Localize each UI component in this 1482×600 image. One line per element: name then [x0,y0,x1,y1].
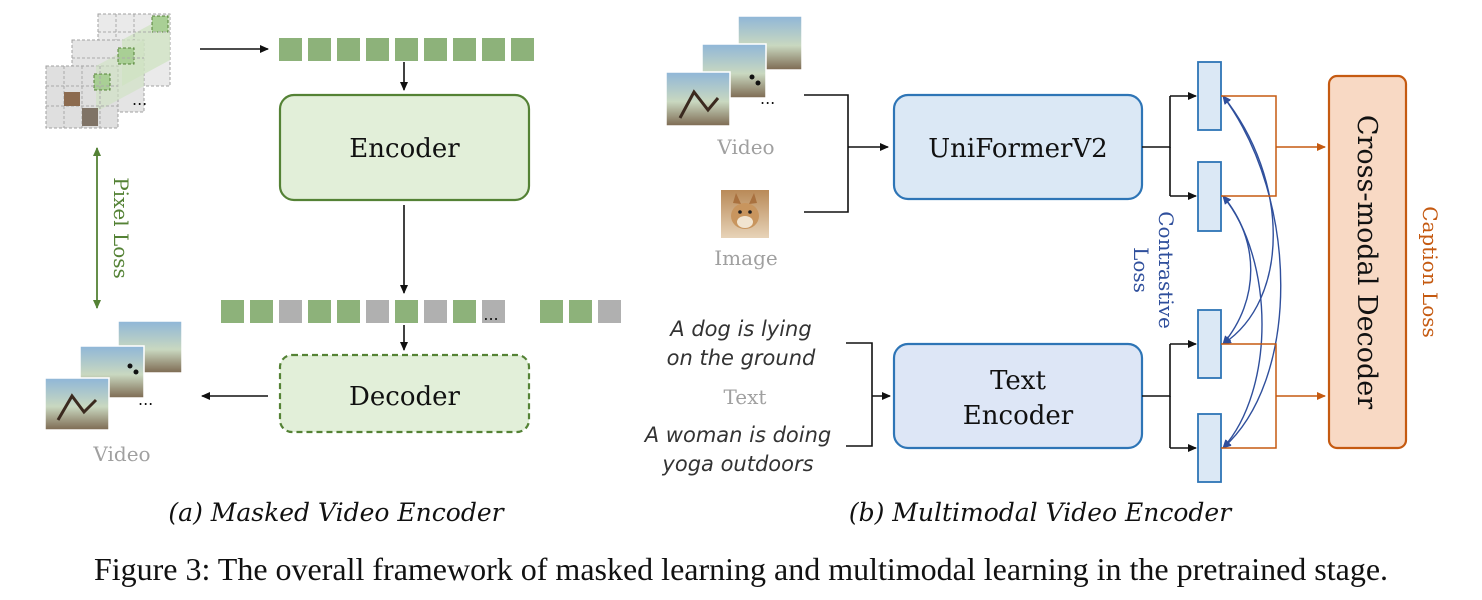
figure-caption: Figure 3: The overall framework of maske… [94,551,1388,587]
pixel-loss-label: Pixel Loss [109,177,133,279]
frames-ellipsis: ... [138,390,153,409]
visible-tokens [279,38,534,61]
visible-token [221,300,244,323]
visible-token [337,300,360,323]
cube-ellipsis: ... [132,90,147,109]
decoder-label: Decoder [349,382,460,412]
sentence-1-line-2: on the ground [667,346,816,370]
visible-token [308,300,331,323]
panel-b: ... Video Image UniFormerV2 A dog is lyi… [643,15,1442,527]
reconstructed-video-frames: ... [44,320,183,431]
visible-token [569,300,592,323]
uniformer-label: UniFormerV2 [928,134,1107,164]
text-label: Text [724,385,767,409]
full-token-sequence [221,300,621,323]
text-feature-bar-1 [1197,309,1222,379]
masked-token [424,300,447,323]
visible-token [482,38,505,61]
masked-token [482,300,505,323]
caption-loss-connectors [1221,95,1277,449]
panel-a: ... Encoder ... Decoder . [44,13,621,527]
video-feature-bar [1197,61,1222,131]
input-video-frames: ... [665,15,803,127]
contrastive-loss-arrows [1222,95,1282,449]
masked-token [279,300,302,323]
cross-modal-decoder-label: Cross-modal Decoder [1351,115,1382,409]
text-encoder-label-line-1: Text [990,366,1046,396]
text-encoder-box [892,342,1144,450]
video-label-a: Video [92,442,150,466]
text-feature-bar-2 [1197,413,1222,483]
input-image-dog [721,190,769,238]
video-label-b: Video [716,135,774,159]
masked-video-cube: ... [45,13,171,129]
visible-token [511,38,534,61]
visible-token [337,38,360,61]
text-encoder-label-line-2: Encoder [963,401,1074,431]
sentence-1-line-1: A dog is lying [668,317,811,341]
image-label: Image [714,246,777,270]
visible-token [395,38,418,61]
caption-b: (b) Multimodal Video Encoder [849,498,1233,527]
image-feature-bar [1197,161,1222,232]
video-frames-ellipsis: ... [760,89,775,108]
visible-token [366,38,389,61]
visible-token [279,38,302,61]
masked-token [598,300,621,323]
decoder-box [278,353,531,434]
encoder-box [278,93,531,202]
visible-token [424,38,447,61]
visible-token [453,300,476,323]
caption-loss-label: Caption Loss [1418,206,1442,338]
visible-token [250,300,273,323]
masked-token [366,300,389,323]
contrastive-label-line-2: Loss [1129,247,1153,293]
visible-token [453,38,476,61]
cross-modal-decoder-box [1327,74,1408,450]
visible-token [395,300,418,323]
video-image-merge-bracket [804,94,849,213]
visible-token [540,300,563,323]
contrastive-label-line-1: Contrastive [1154,211,1178,329]
text-merge-bracket [846,342,873,447]
caption-a: (a) Masked Video Encoder [168,498,505,527]
visible-token [308,38,331,61]
sentence-2-line-1: A woman is doing [643,423,831,447]
sentence-2-line-2: yoga outdoors [661,452,813,476]
tokens-ellipsis: ... [483,305,498,324]
encoder-label: Encoder [349,134,460,164]
